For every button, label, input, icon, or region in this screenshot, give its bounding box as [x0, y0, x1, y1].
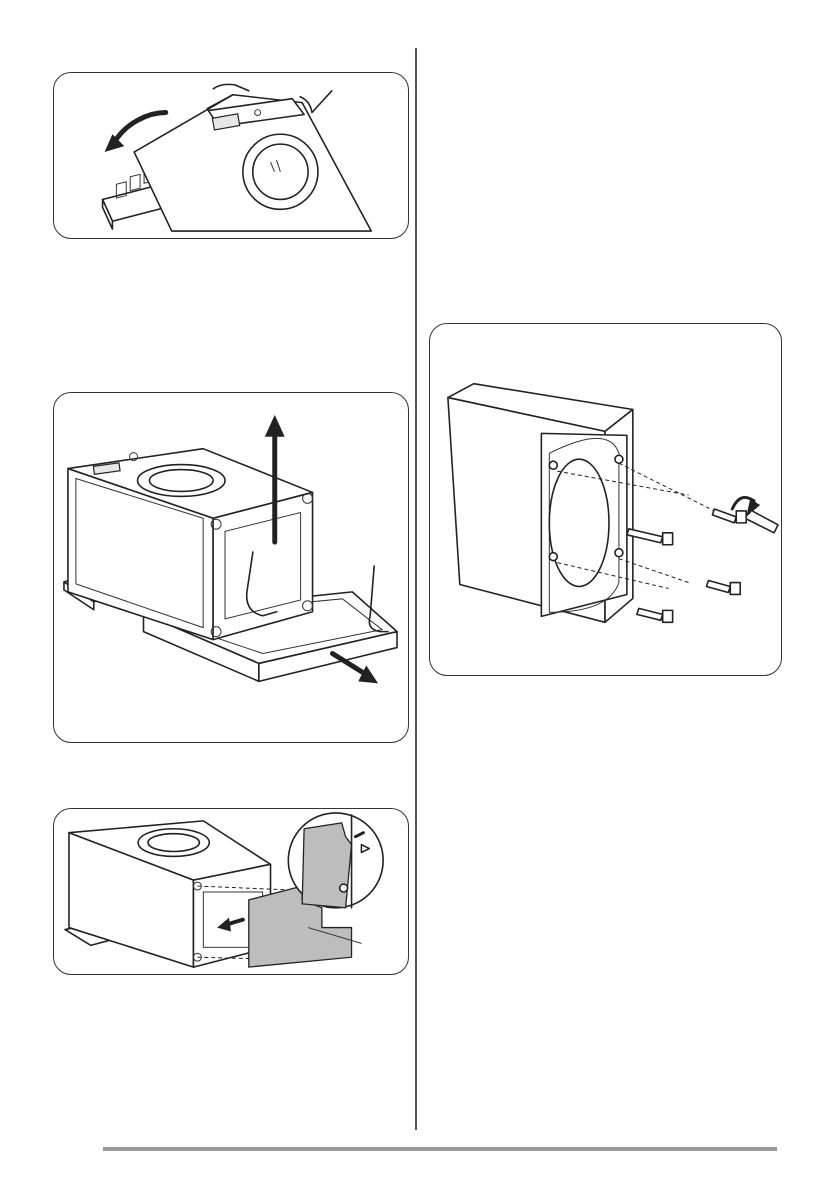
transit-bolt: [637, 608, 673, 622]
tilt-machine-illustration: [54, 73, 408, 238]
rotate-arrow-head: [105, 134, 125, 152]
footer-rule: [103, 1147, 777, 1151]
transit-bolt: [706, 581, 740, 595]
fit-panel-illustration: [54, 809, 408, 974]
bolt-hole: [549, 461, 557, 469]
remove-base-illustration: [54, 393, 408, 742]
figure-transit-bolts: [429, 323, 782, 676]
figure-tilt-machine: [53, 72, 409, 239]
left-hand: [213, 84, 249, 90]
transit-bolts-illustration: [430, 324, 781, 675]
figure-remove-base: [53, 392, 409, 743]
transit-bolt: [627, 529, 673, 545]
spanner: [746, 511, 778, 533]
column-divider: [415, 48, 417, 1130]
lift-arrow-head: [265, 415, 285, 437]
figure-fit-panel: [53, 808, 409, 975]
transit-bolt: [712, 509, 746, 523]
